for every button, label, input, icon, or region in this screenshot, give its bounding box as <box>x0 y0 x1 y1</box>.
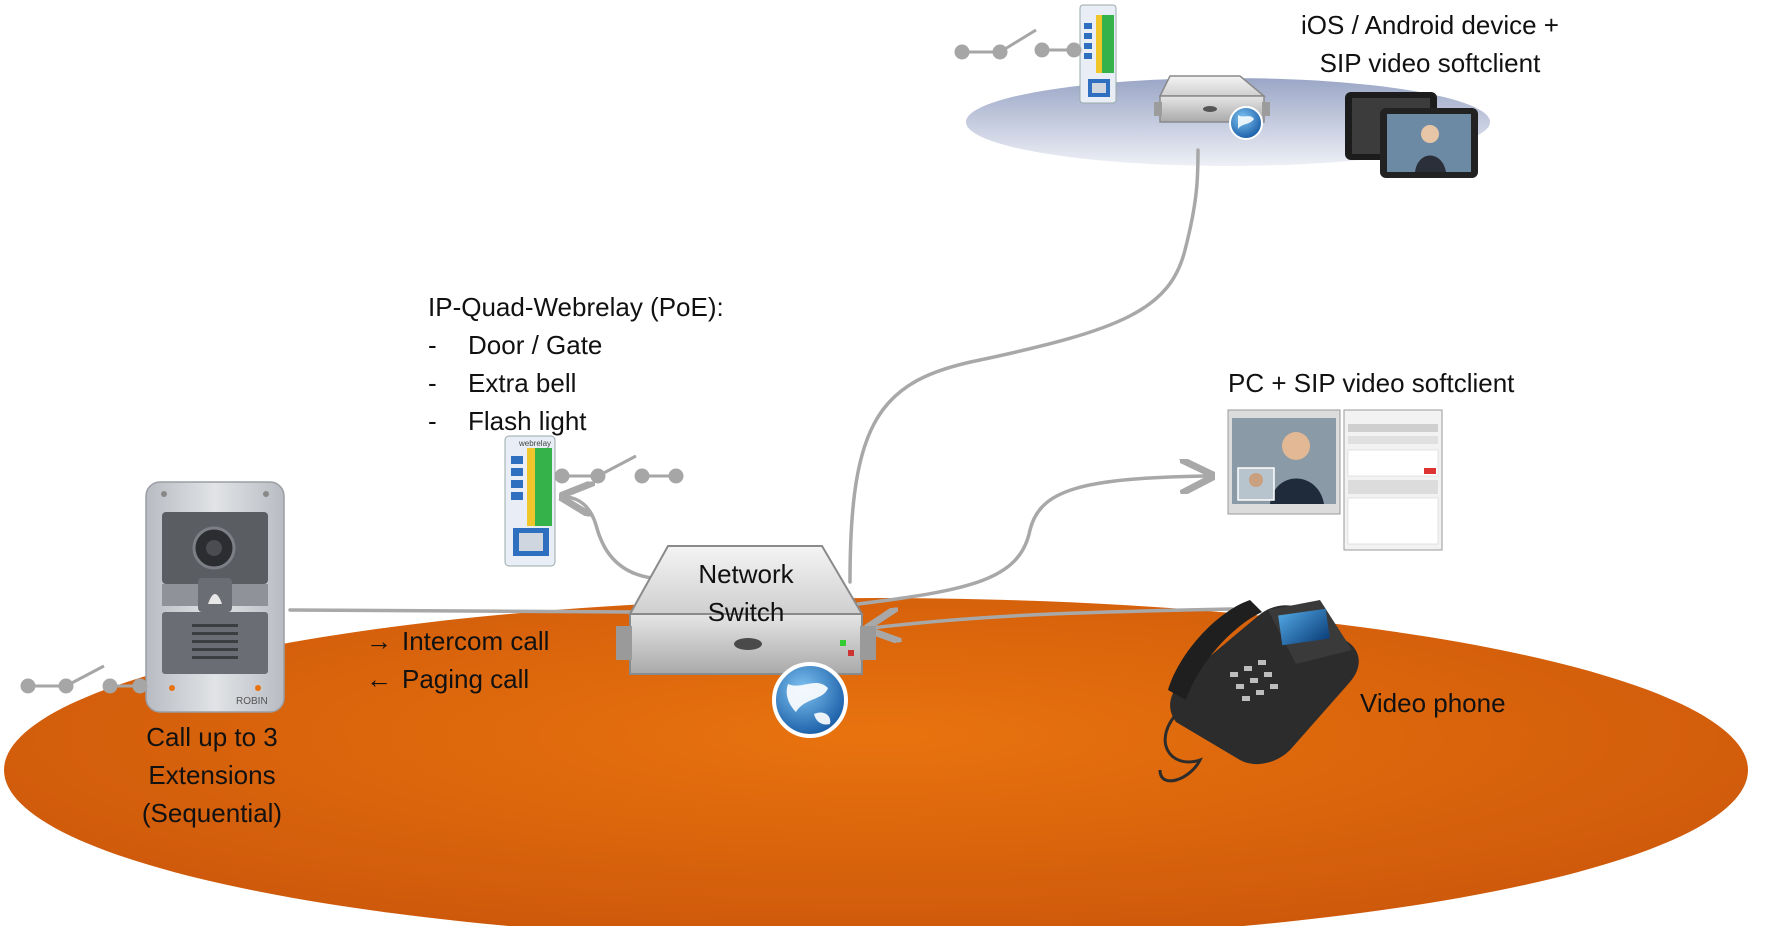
server-switch-icon <box>616 545 876 675</box>
pc-softclient-icon <box>1227 409 1443 551</box>
ios-android-line2: SIP video softclient <box>1319 48 1541 78</box>
intercom-caption-line1: Call up to 3 <box>146 722 278 752</box>
globe-icon <box>772 662 848 738</box>
relay-module-icon: webrelay <box>504 435 556 567</box>
globe-icon <box>1229 106 1263 140</box>
network-switch-line2: Switch <box>707 597 785 627</box>
paging-call-row: ← Paging call <box>366 660 549 698</box>
intercom-caption-line2: Extensions <box>148 760 276 790</box>
desk-video-phone-icon <box>1158 600 1359 783</box>
relay-module-icon <box>1079 4 1117 104</box>
intercom-call-text: Intercom call <box>402 626 550 656</box>
network-switch-line1: Network <box>698 559 794 589</box>
intercom-caption: Call up to 3 Extensions (Sequential) <box>122 718 302 832</box>
cable-intercom-switch <box>288 608 642 614</box>
left-arrow-icon: ← <box>366 664 392 694</box>
pc-client-label: PC + SIP video softclient <box>1228 368 1515 398</box>
switch-contact-icon <box>954 28 1082 60</box>
cable-switch-pc <box>856 476 1208 606</box>
switch-contact-icon <box>554 454 684 484</box>
network-switch-label: Network Switch <box>676 555 816 631</box>
cables <box>288 148 1234 628</box>
webrelay-item-bell: Extra bell <box>468 368 577 398</box>
call-direction-label: → Intercom call ← Paging call <box>366 622 549 698</box>
cable-switch-remote <box>848 148 1200 584</box>
webrelay-label: IP-Quad-Webrelay (PoE): -Door / Gate -Ex… <box>428 288 724 440</box>
video-phone-label: Video phone <box>1360 688 1506 718</box>
intercom-brand: ROBIN <box>236 696 268 707</box>
ios-android-label: iOS / Android device + SIP video softcli… <box>1300 6 1560 82</box>
list-item: -Door / Gate <box>428 326 724 364</box>
webrelay-item-light: Flash light <box>468 406 587 436</box>
cable-switch-webrelay <box>566 497 654 580</box>
door-intercom-icon: ROBIN <box>145 481 285 713</box>
webrelay-title: IP-Quad-Webrelay (PoE): <box>428 292 724 322</box>
right-arrow-icon: → <box>366 626 392 656</box>
cable-phone-switch <box>872 607 1234 628</box>
list-item: -Flash light <box>428 402 724 440</box>
ios-android-line1: iOS / Android device + <box>1301 10 1559 40</box>
webrelay-brand: webrelay <box>518 439 551 448</box>
list-item: -Extra bell <box>428 364 724 402</box>
webrelay-item-door: Door / Gate <box>468 330 603 360</box>
intercom-call-row: → Intercom call <box>366 622 549 660</box>
intercom-caption-line3: (Sequential) <box>141 798 283 828</box>
paging-call-text: Paging call <box>402 664 530 694</box>
switch-contact-icon <box>20 664 148 694</box>
webrelay-function-list: -Door / Gate -Extra bell -Flash light <box>428 326 724 440</box>
tablet-icon <box>1345 92 1478 178</box>
